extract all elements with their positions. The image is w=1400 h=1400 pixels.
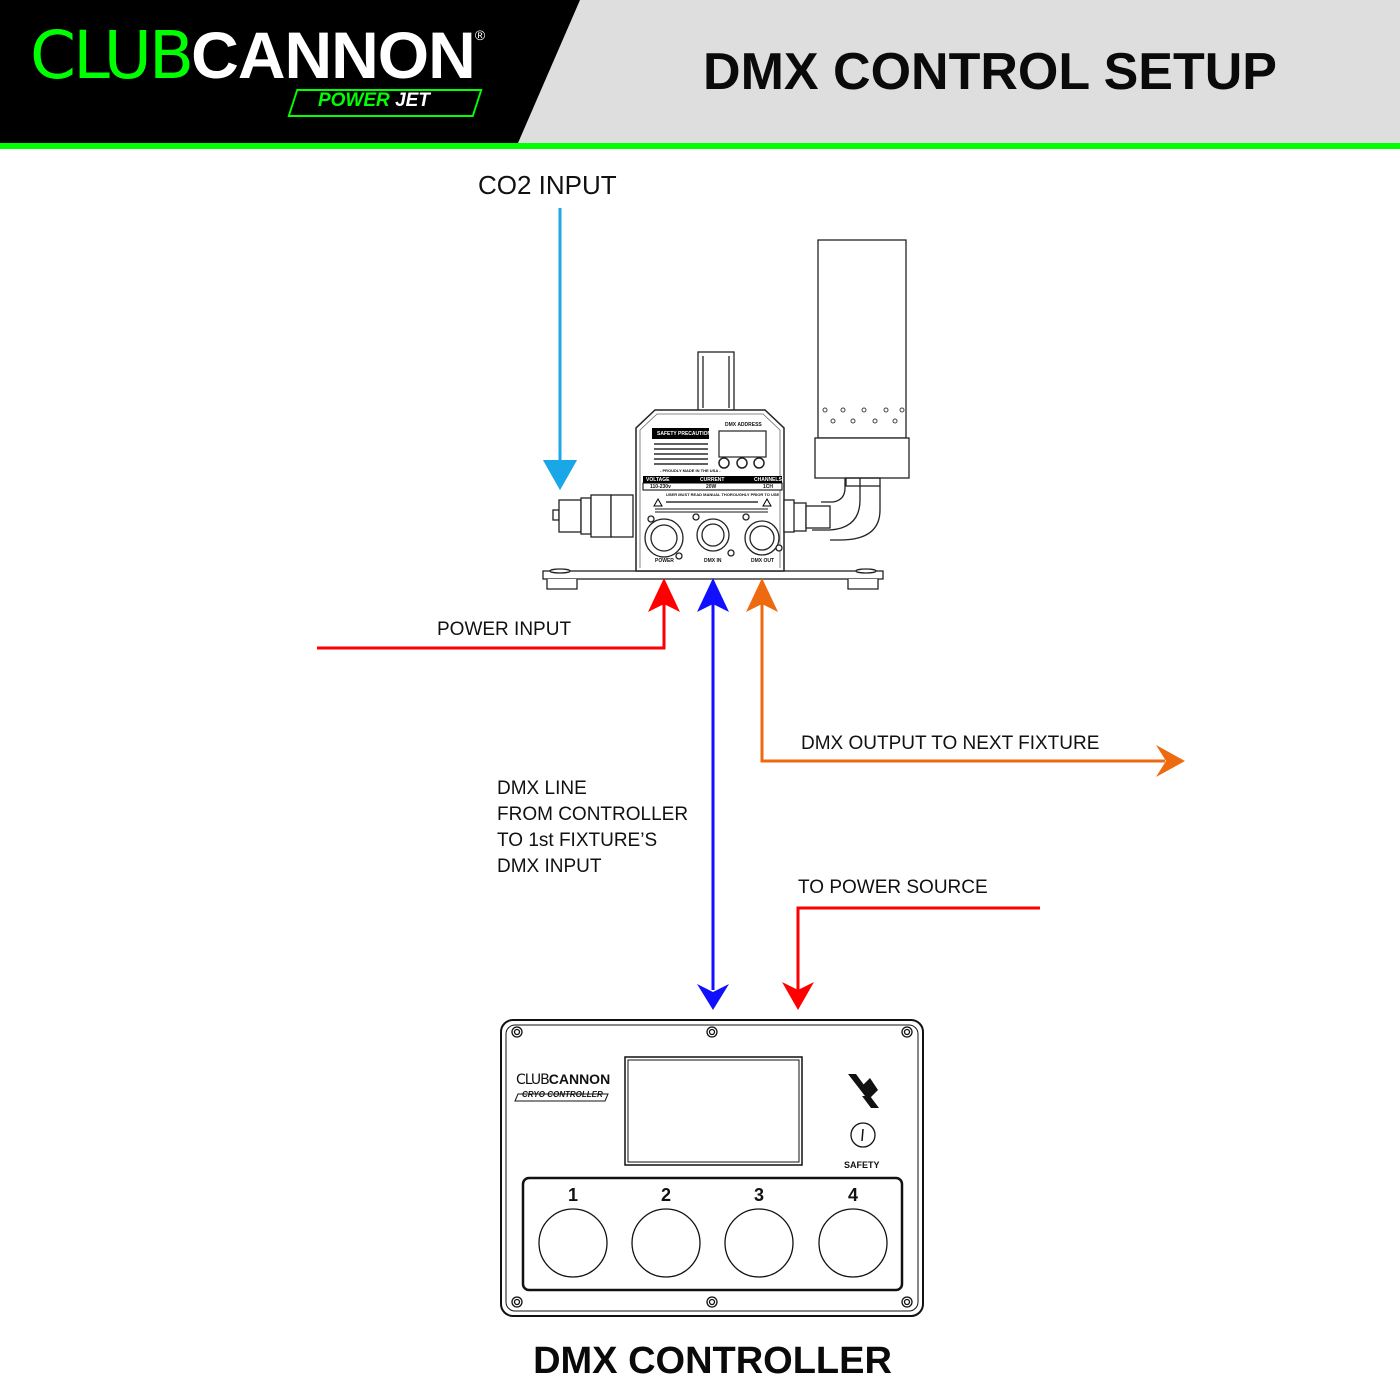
co2-fitting (552, 494, 634, 538)
controller-title: DMX CONTROLLER (533, 1340, 892, 1382)
spec-value-current: 20W (706, 484, 717, 490)
spec-header-voltage: VOLTAGE (646, 477, 670, 483)
nozzle-fitting (783, 499, 795, 533)
fixture-safety-heading: SAFETY PRECAUTIONS (657, 431, 715, 437)
dmx-controller-panel (500, 1019, 924, 1317)
power-input-line (317, 578, 680, 650)
brand-logo: CLUBCANNON® (30, 22, 485, 89)
power-source-line (782, 906, 1040, 1010)
dmx-in-line (697, 578, 729, 1010)
product-badge: POWER JET (318, 90, 430, 112)
safety-label: SAFETY (844, 1160, 880, 1170)
dmx-out-port (742, 513, 783, 556)
fixture-handle (697, 351, 735, 413)
dmx-out-arrow-up-icon (746, 578, 778, 612)
controller-button-3 (724, 1208, 794, 1278)
spec-value-channels: 1CH (763, 484, 774, 490)
co2-input-label: CO2 INPUT (478, 170, 617, 200)
dmx-out-line (746, 578, 1185, 777)
fixture-dial-1 (718, 457, 730, 469)
button-number-4: 4 (847, 1185, 858, 1205)
power-source-label: TO POWER SOURCE (798, 877, 988, 898)
dmx-output-label: DMX OUTPUT TO NEXT FIXTURE (801, 733, 1100, 754)
port-label-dmx-out: DMX OUT (751, 558, 775, 564)
dmx-in-arrow-up-icon (697, 578, 729, 612)
co2-input-line (543, 208, 577, 490)
controller-brand-bold: CANNON (548, 1071, 611, 1087)
button-number-2: 2 (660, 1185, 671, 1205)
product-line-a: POWER (318, 90, 390, 111)
controller-screen (624, 1056, 803, 1166)
dmx-in-arrow-down-icon (697, 984, 729, 1010)
fixture-dial-3 (753, 457, 765, 469)
controller-button-1 (538, 1208, 608, 1278)
fixture-warning: USER MUST READ MANUAL THOROUGHLY PRIOR T… (666, 492, 780, 497)
controller-brand-icon (848, 1074, 879, 1108)
port-label-power: POWER (655, 558, 674, 564)
header-divider (0, 143, 1400, 149)
power-arrow-icon (648, 578, 680, 612)
page-title: DMX CONTROL SETUP (703, 43, 1277, 101)
port-label-dmx-in: DMX IN (704, 558, 722, 564)
spec-header-channels: CHANNELS (754, 477, 782, 483)
header-black-panel (0, 0, 580, 143)
fixture-dial-2 (736, 457, 748, 469)
registered-mark: ® (474, 27, 485, 43)
fixture-nozzle (791, 239, 910, 541)
power-input-label: POWER INPUT (437, 619, 572, 640)
controller-sub-brand: CRYO CONTROLLER (522, 1090, 603, 1099)
spec-value-voltage: 110-230v (650, 484, 671, 490)
brand-light: CLUB (30, 17, 194, 94)
controller-button-2 (631, 1208, 701, 1278)
dmx-in-port (692, 513, 735, 557)
button-number-3: 3 (753, 1185, 764, 1205)
controller-button-4 (818, 1208, 888, 1278)
fixture-model: DMX ADDRESS (725, 422, 762, 428)
button-number-1: 1 (567, 1185, 578, 1205)
dmx-line-label: DMX LINE FROM CONTROLLER TO 1st FIXTURE’… (497, 778, 689, 877)
controller-brand: CLUBCANNON (516, 1071, 610, 1088)
button-tray (521, 1176, 904, 1292)
power-source-arrow-icon (782, 982, 814, 1010)
controller-screws (511, 1026, 913, 1308)
fixture-body (635, 409, 785, 572)
brand-bold: CANNON (191, 18, 476, 92)
product-line-b: JET (395, 90, 430, 111)
dmx-out-arrow-right-icon (1156, 745, 1185, 777)
fixture-made-in: - PROUDLY MADE IN THE USA - (660, 468, 721, 473)
power-port (644, 515, 684, 560)
controller-brand-light: CLUB (516, 1072, 550, 1088)
spec-header-current: CURRENT (700, 477, 725, 483)
